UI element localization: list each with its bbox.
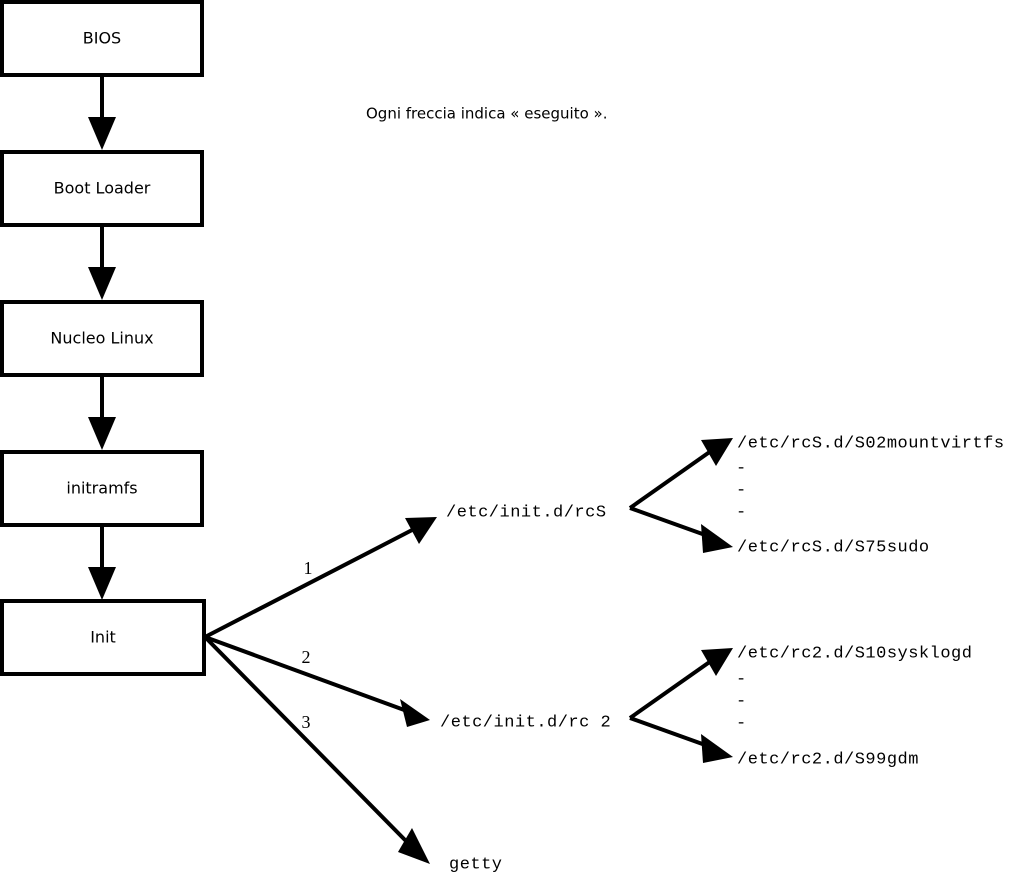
box-bios[interactable]: BIOS xyxy=(0,0,204,77)
box-bootloader[interactable]: Boot Loader xyxy=(0,150,204,227)
diagram-caption: Ogni freccia indica « eseguito ». xyxy=(366,105,608,123)
box-kernel-label: Nucleo Linux xyxy=(50,329,153,348)
node-label-rc2: /etc/init.d/rc 2 xyxy=(440,713,611,732)
edge-number-2: 2 xyxy=(302,647,311,667)
box-bootloader-label: Boot Loader xyxy=(54,179,151,198)
init-fanout-connectors xyxy=(203,517,437,864)
box-initramfs-label: initramfs xyxy=(66,479,137,498)
rcs-ellipsis-dash-1: - xyxy=(736,459,746,478)
rcs-ellipsis: - - - xyxy=(736,459,746,522)
arrowhead-rcs-to-last xyxy=(701,524,733,553)
node-label-rcs: /etc/init.d/rcS xyxy=(446,503,607,522)
arrowhead-init-to-rcs xyxy=(405,517,437,544)
box-kernel-rect[interactable] xyxy=(0,300,204,377)
arrowhead-rcs-to-first xyxy=(701,438,733,466)
box-init[interactable]: Init xyxy=(0,599,206,676)
node-label-getty: getty xyxy=(449,855,503,874)
node-label-rcs-first: /etc/rcS.d/S02mountvirtfs xyxy=(737,434,1005,453)
rc2-ellipsis-dash-1: - xyxy=(736,670,746,689)
arrowhead-bios-to-bootloader xyxy=(88,117,116,150)
box-bios-rect[interactable] xyxy=(0,0,204,77)
arrowhead-rc2-to-first xyxy=(701,648,733,676)
node-label-rc2-last: /etc/rc2.d/S99gdm xyxy=(737,750,919,769)
rcs-ellipsis-dash-2: - xyxy=(736,481,746,500)
node-label-rcs-last: /etc/rcS.d/S75sudo xyxy=(737,538,930,557)
connector-rc2-to-first xyxy=(628,659,713,720)
connector-init-to-rc2 xyxy=(204,635,408,713)
rcs-ellipsis-dash-3: - xyxy=(736,503,746,522)
rc2-ellipsis: - - - xyxy=(736,670,746,733)
arrowhead-kernel-to-initramfs xyxy=(88,417,116,450)
connector-rc2-to-last xyxy=(629,716,709,748)
rcs-branch-connectors xyxy=(628,438,733,553)
box-init-label: Init xyxy=(90,628,116,647)
arrowhead-initramfs-to-init xyxy=(88,567,116,600)
connector-rcs-to-last xyxy=(629,506,709,538)
box-init-rect[interactable] xyxy=(0,599,206,676)
rc2-ellipsis-dash-2: - xyxy=(736,692,746,711)
arrowhead-init-to-rc2 xyxy=(400,699,430,727)
connector-init-to-rcs xyxy=(204,526,417,639)
box-bios-label: BIOS xyxy=(83,29,121,48)
chain-connectors xyxy=(88,76,116,600)
edge-number-3: 3 xyxy=(302,712,311,732)
arrowhead-bootloader-to-kernel xyxy=(88,267,116,300)
rc2-branch-connectors xyxy=(628,648,733,763)
box-initramfs-rect[interactable] xyxy=(0,450,204,527)
node-label-rc2-first: /etc/rc2.d/S10sysklogd xyxy=(737,644,972,663)
connector-init-to-getty xyxy=(203,635,408,843)
arrowhead-rc2-to-last xyxy=(701,734,733,763)
arrowhead-init-to-getty xyxy=(398,828,430,864)
connector-rcs-to-first xyxy=(628,449,713,510)
box-initramfs[interactable]: initramfs xyxy=(0,450,204,527)
edge-number-1: 1 xyxy=(304,558,313,578)
box-kernel[interactable]: Nucleo Linux xyxy=(0,300,204,377)
box-bootloader-rect[interactable] xyxy=(0,150,204,227)
rc2-ellipsis-dash-3: - xyxy=(736,714,746,733)
